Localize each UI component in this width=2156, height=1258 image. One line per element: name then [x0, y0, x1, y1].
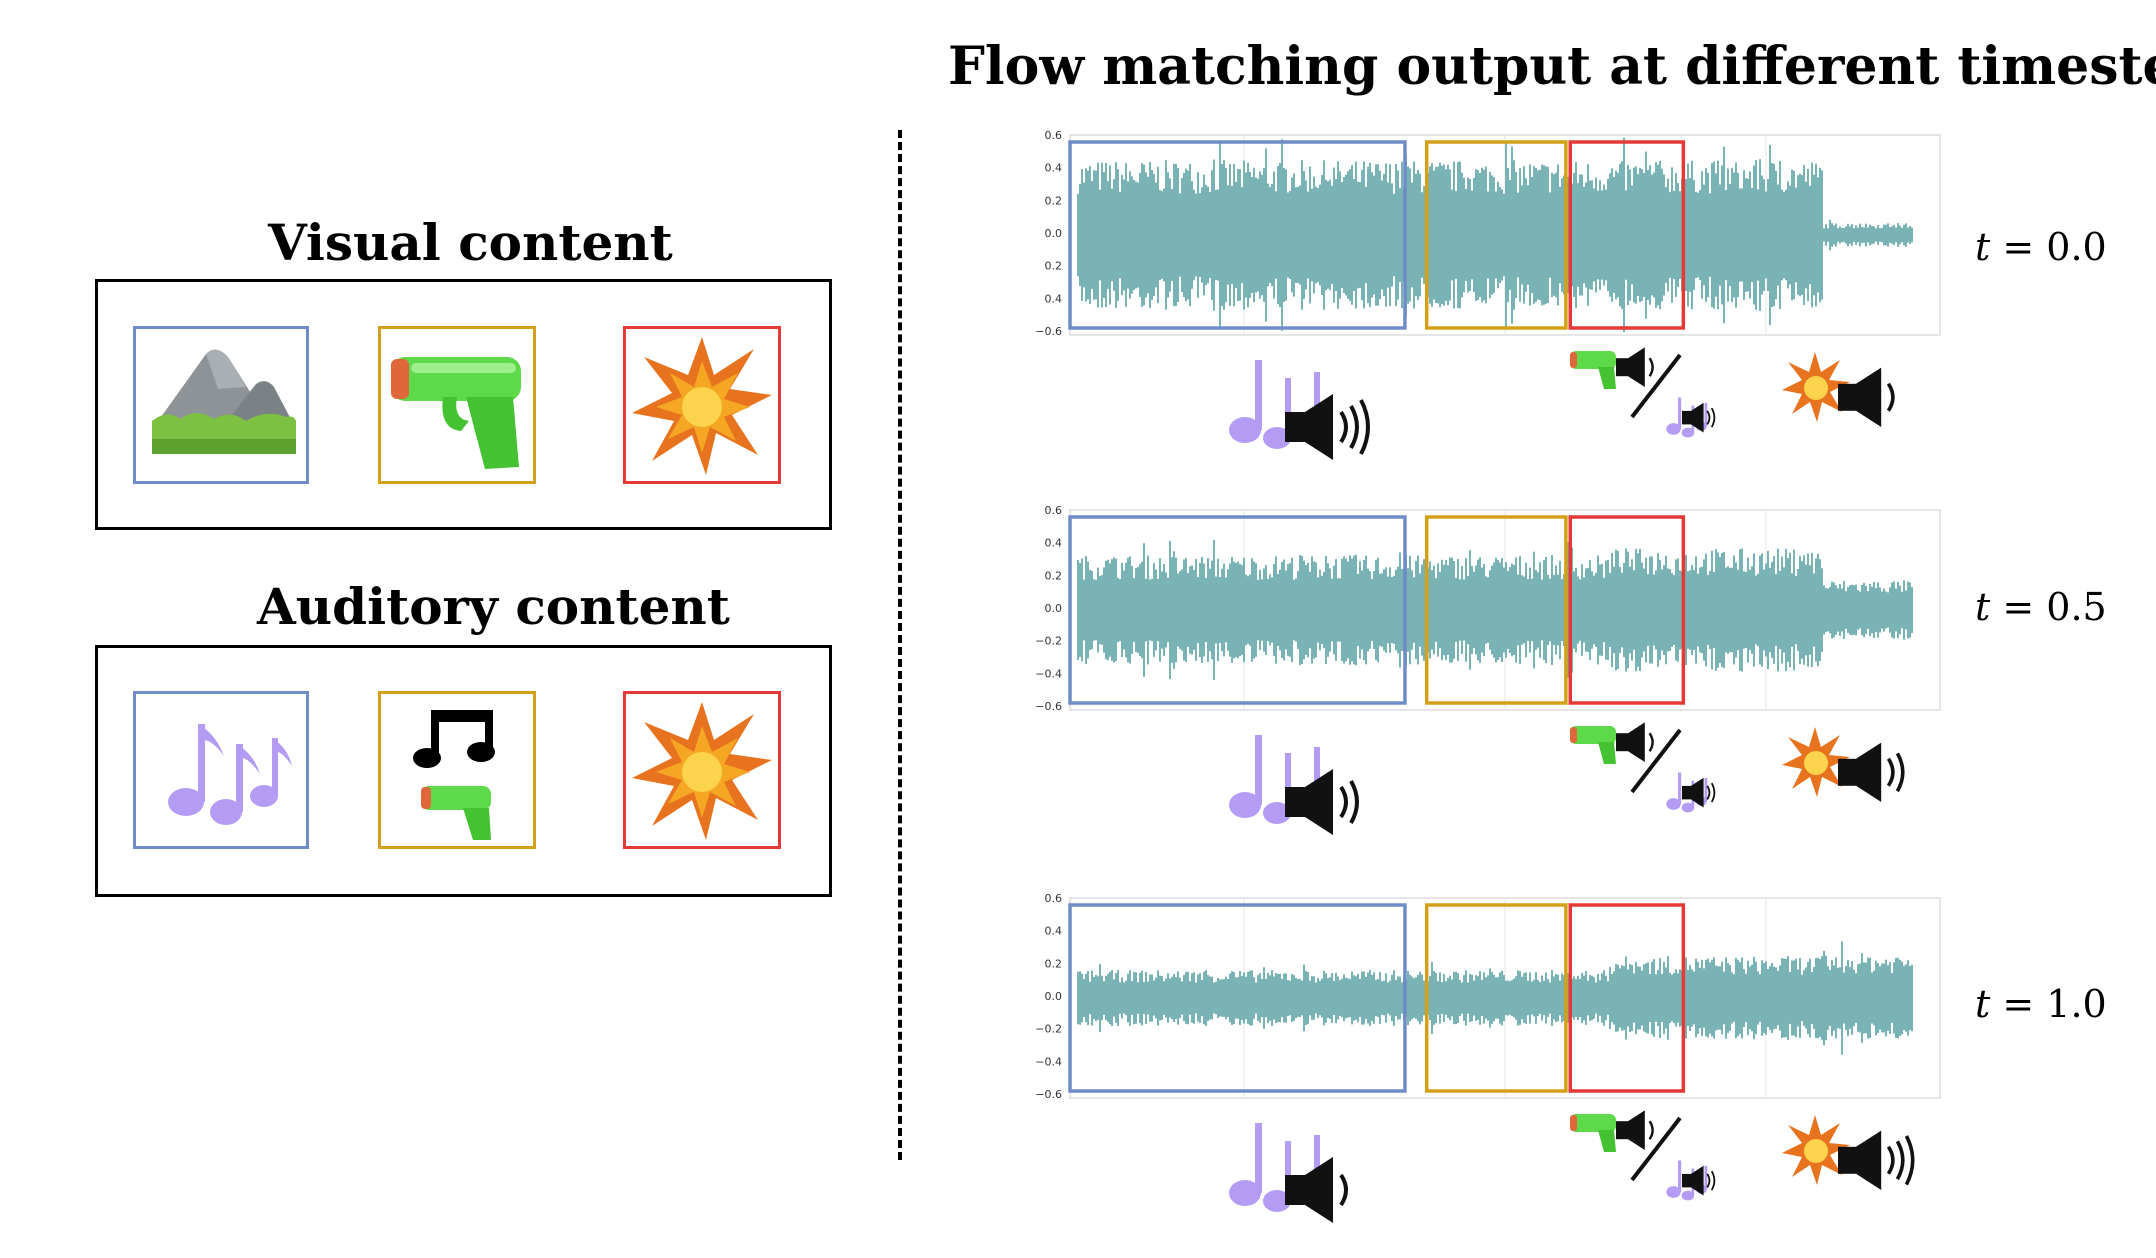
segment-box-explosion [1568, 515, 1686, 705]
segment-box-music [1068, 903, 1407, 1093]
waveform-plot-1: 0.6 0.4 0.2 0.0 −0.2 −0.4 −0.6 [1035, 504, 1941, 713]
visual-cell-explosion [623, 326, 781, 484]
auditory-content-title: Auditory content [257, 577, 730, 636]
y-tick-label: 0.6 [1045, 504, 1063, 517]
segment-box-explosion [1568, 140, 1686, 330]
gun-or-music-speaker-icon [1570, 347, 1716, 438]
y-tick-label: 0.2 [1045, 569, 1063, 582]
auditory-cell-explosion [623, 691, 781, 849]
water-gun-icon [391, 357, 521, 469]
segment-box-music [1068, 140, 1407, 330]
segment-box-gun [1424, 903, 1568, 1093]
visual-cell-water-gun [378, 326, 536, 484]
y-tick-label: −0.6 [1035, 700, 1062, 713]
explosion-icon [632, 702, 772, 840]
auditory-cell-gun-music [378, 691, 536, 849]
rock-icon [152, 349, 296, 454]
visual-content-title: Visual content [268, 213, 673, 272]
waveform-plot-2: 0.6 0.4 0.2 0.0 −0.2 −0.4 −0.6 [1035, 892, 1941, 1101]
auditory-content-panel [95, 645, 832, 897]
y-tick-label: −0.2 [1035, 635, 1062, 648]
y-tick-label: −0.4 [1035, 667, 1062, 680]
visual-content-panel [95, 279, 832, 530]
waveform-trace [1077, 540, 1913, 680]
music-speaker-icon [1229, 735, 1359, 835]
music-notes-icon [168, 724, 292, 825]
waveform-plot-0: 0.6 0.4 0.2 0.0 0.2 0.4 −0.6 [1035, 129, 1941, 338]
y-tick-label: 0.4 [1045, 925, 1063, 938]
timestep-label-1: t = 0.5 [1975, 585, 2107, 629]
y-tick-label: −0.6 [1035, 1088, 1062, 1101]
explosion-icon [632, 337, 772, 475]
segment-box-gun [1424, 140, 1568, 330]
y-tick-label: 0.4 [1045, 537, 1063, 550]
y-tick-label: −0.6 [1035, 325, 1062, 338]
segment-box-explosion [1568, 903, 1686, 1093]
y-tick-label: 0.6 [1045, 129, 1063, 142]
y-tick-label: 0.2 [1045, 194, 1063, 207]
y-tick-label: 0.0 [1045, 227, 1063, 240]
explosion-speaker-icon [1782, 1115, 1915, 1190]
visual-cell-rock [133, 326, 309, 484]
music-speaker-icon [1229, 1123, 1348, 1223]
y-tick-label: 0.6 [1045, 892, 1063, 905]
explosion-speaker-icon [1782, 727, 1905, 802]
gun-or-music-speaker-icon [1570, 1110, 1716, 1201]
main-title: Flow matching output at different timest… [948, 36, 2156, 97]
y-tick-label: 0.4 [1045, 292, 1063, 305]
music-speaker-icon [1229, 360, 1370, 460]
y-tick-label: 0.4 [1045, 162, 1063, 175]
y-tick-label: 0.2 [1045, 957, 1063, 970]
waveform-trace [1077, 137, 1913, 333]
music-note-and-water-gun-icon [413, 710, 495, 840]
y-tick-label: −0.4 [1035, 1055, 1062, 1068]
y-tick-label: 0.0 [1045, 602, 1063, 615]
y-tick-label: −0.2 [1035, 1023, 1062, 1036]
explosion-speaker-icon [1782, 352, 1895, 427]
timestep-label-2: t = 1.0 [1975, 982, 2107, 1026]
auditory-cell-music [133, 691, 309, 849]
dashed-divider [898, 130, 902, 1160]
gun-or-music-speaker-icon [1570, 722, 1716, 813]
y-tick-label: 0.0 [1045, 990, 1063, 1003]
waveform-trace [1077, 941, 1913, 1055]
timestep-label-0: t = 0.0 [1975, 225, 2107, 269]
segment-box-gun [1424, 515, 1568, 705]
y-tick-label: 0.2 [1045, 260, 1063, 273]
segment-box-music [1068, 515, 1407, 705]
